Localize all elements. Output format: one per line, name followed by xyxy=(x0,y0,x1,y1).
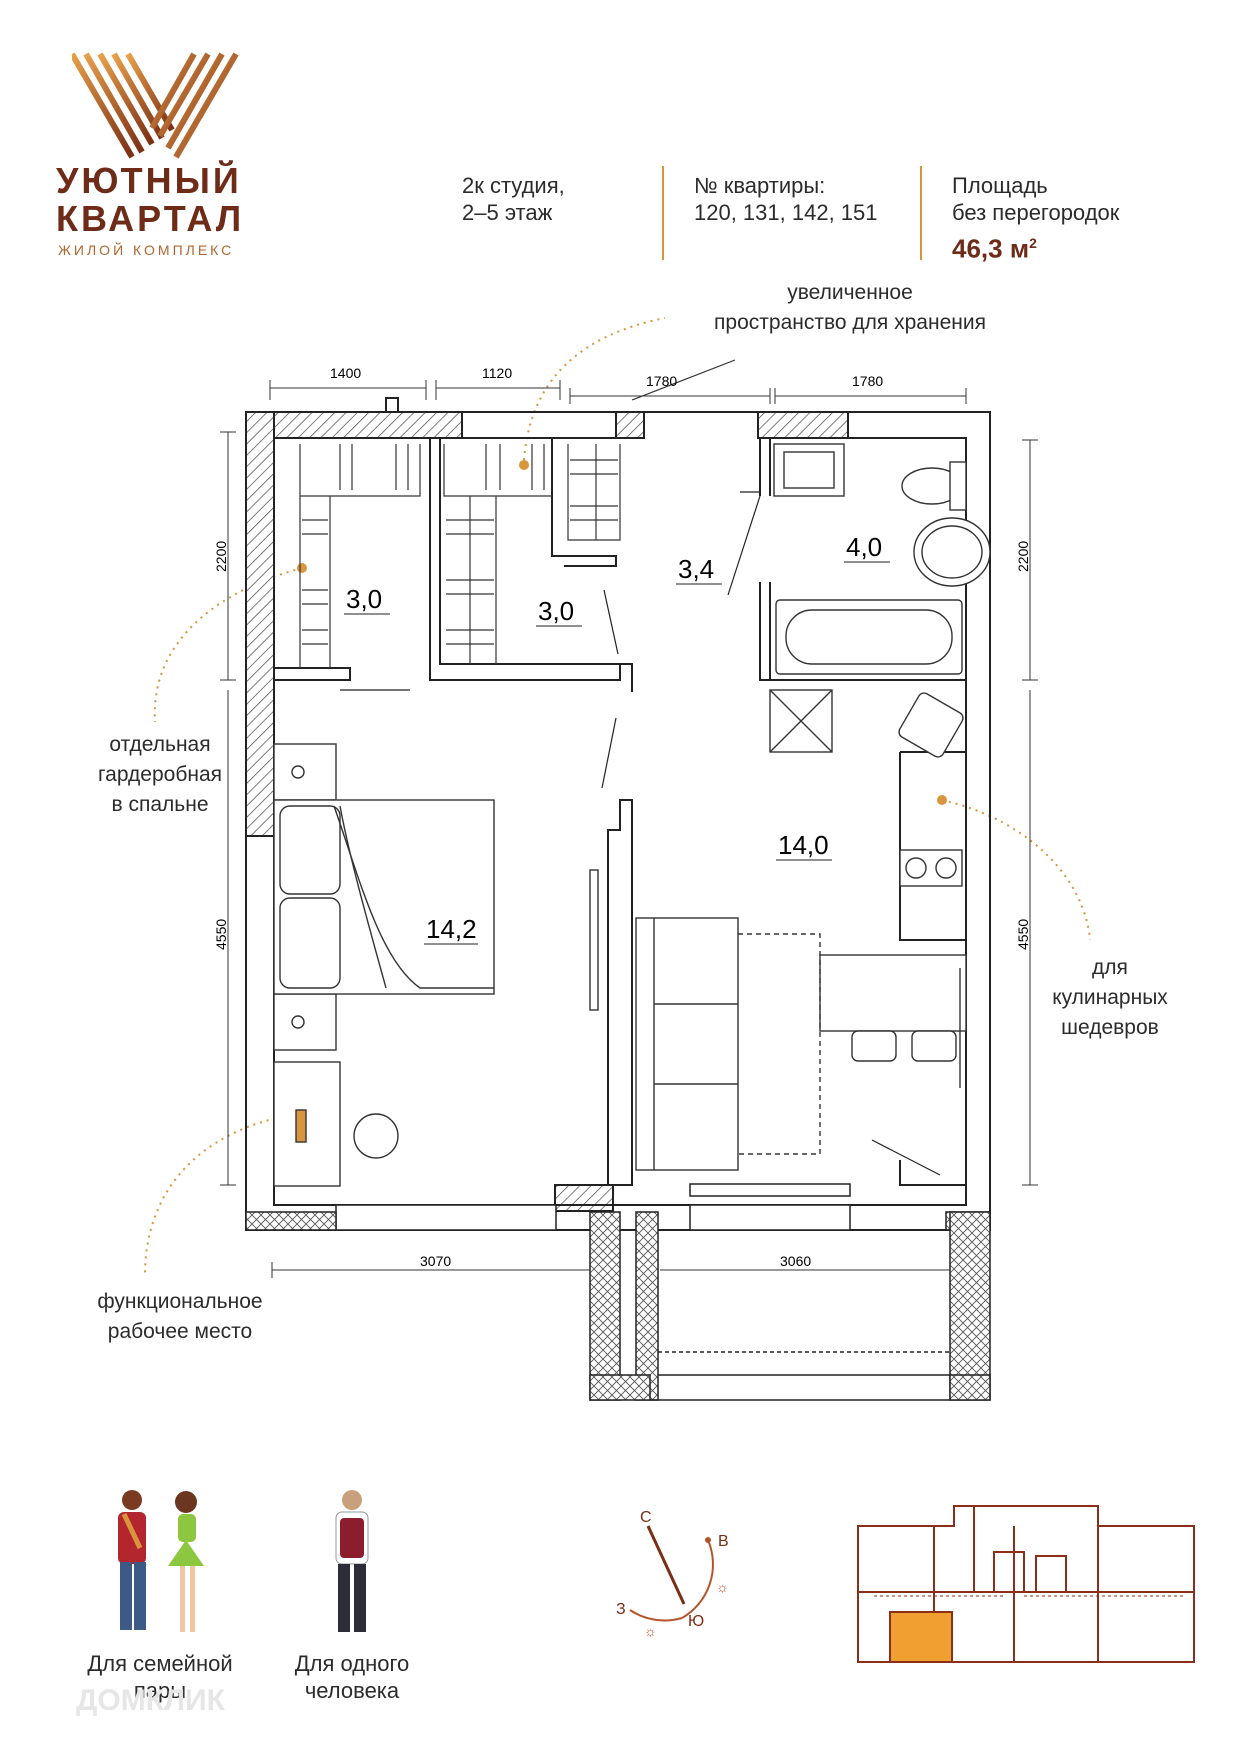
note-storage: увеличенное пространство для хранения xyxy=(660,278,1040,338)
dim-top-1: 1400 xyxy=(330,365,361,381)
wall-bottom-mid xyxy=(554,1184,614,1212)
dining-table xyxy=(819,954,967,1032)
logo-line-1: УЮТНЫЙ xyxy=(56,160,242,201)
apartment-area: Площадь без перегородок 46,3 м2 xyxy=(952,172,1119,263)
office-chair-icon xyxy=(353,1113,399,1159)
interior-walls xyxy=(274,438,966,1186)
kitchen-furniture xyxy=(635,689,967,1171)
sofa-icon xyxy=(635,917,739,1171)
dim-right-upper: 2200 xyxy=(1015,541,1031,572)
window-living xyxy=(689,1204,851,1231)
room-area-bedroom: 14,2 xyxy=(426,914,477,944)
nightstand-icon xyxy=(273,743,337,801)
note-wardrobe: отдельная гардеробная в спальне xyxy=(40,730,280,820)
note-workplace-line1: функциональное xyxy=(97,1290,263,1313)
note-kitchen-line2: кулинарных xyxy=(1052,986,1168,1009)
dimension-lines xyxy=(220,380,1038,1278)
dimension-labels: 1400 1120 1780 1780 2200 4550 2200 4550 … xyxy=(213,365,1031,1269)
dim-left-upper: 2200 xyxy=(213,541,229,572)
apartment-numbers-label: № квартиры: xyxy=(694,173,826,198)
bedroom-furniture xyxy=(273,743,599,1187)
dim-right-lower: 4550 xyxy=(1015,919,1031,950)
highlighted-unit xyxy=(889,1611,953,1663)
logo-line-2: КВАРТАЛ xyxy=(56,198,245,239)
compass-west: З xyxy=(616,1601,626,1618)
storage-shelving xyxy=(443,444,621,664)
dim-left-lower: 4550 xyxy=(213,919,229,950)
logo-mark-icon xyxy=(72,52,239,159)
note-kitchen-line3: шедевров xyxy=(1061,1016,1159,1039)
compass-icon: С В Ю З ☼ ☼ xyxy=(616,1509,729,1639)
area-label-2: без перегородок xyxy=(952,200,1120,225)
sun-icon: ☼ xyxy=(716,1579,729,1595)
doors xyxy=(340,491,941,1176)
dim-top-4: 1780 xyxy=(852,373,883,389)
room-area-storage: 3,0 xyxy=(538,596,574,626)
dim-bottom-2: 3060 xyxy=(780,1253,811,1269)
note-kitchen: для кулинарных шедевров xyxy=(1020,953,1200,1043)
logo-subtitle: ЖИЛОЙ КОМПЛЕКС xyxy=(58,242,235,258)
wall-top-mid xyxy=(615,411,645,439)
wardrobe-shelving xyxy=(299,444,421,668)
legend-couple-line1: Для семейной xyxy=(87,1651,233,1676)
watermark: ДОМКЛИК xyxy=(76,1684,225,1717)
desk-icon xyxy=(273,1061,341,1187)
wall-bottom-left xyxy=(245,1211,337,1231)
note-wardrobe-line2: гардеробная xyxy=(97,763,223,786)
header-divider xyxy=(920,166,922,260)
note-kitchen-line1: для xyxy=(1092,956,1128,979)
header-divider xyxy=(662,166,664,260)
chair-icon xyxy=(911,1030,957,1062)
area-value: 46,3 м2 xyxy=(952,230,1119,263)
chair-icon xyxy=(851,1030,897,1062)
apartment-type-line2: 2–5 этаж xyxy=(462,200,553,225)
note-storage-line1: увеличенное xyxy=(787,281,913,304)
area-number: 46,3 м xyxy=(952,233,1030,264)
wall-left xyxy=(245,411,275,837)
legend-couple: Для семейной пары xyxy=(50,1650,270,1704)
single-person-icon xyxy=(335,1490,369,1632)
apartment-numbers: № квартиры: 120, 131, 142, 151 xyxy=(694,172,878,226)
note-workplace-line2: рабочее место xyxy=(107,1320,253,1343)
apartment-numbers-values: 120, 131, 142, 151 xyxy=(694,200,878,225)
callout-lines xyxy=(144,317,1091,1276)
floor-plan: 3,0 3,0 3,4 4,0 14,2 14,0 1400 1120 1780… xyxy=(144,317,1091,1401)
sink-kitchen-icon xyxy=(898,692,964,758)
legend-couple-line2: пары xyxy=(133,1678,187,1703)
legend-single: Для одного человека xyxy=(252,1650,452,1704)
wall-top-left xyxy=(245,411,463,439)
compass-east: В xyxy=(718,1533,729,1550)
room-area-wardrobe: 3,0 xyxy=(346,584,382,614)
dim-top-2: 1120 xyxy=(482,365,512,381)
window-bedroom xyxy=(335,1204,557,1231)
room-area-hall: 3,4 xyxy=(678,554,714,584)
logo: УЮТНЫЙ КВАРТАЛ ЖИЛОЙ КОМПЛЕКС xyxy=(56,52,256,258)
room-area-kitchen-living: 14,0 xyxy=(778,830,829,860)
nightstand-icon xyxy=(273,993,337,1051)
window-sill xyxy=(689,1183,851,1197)
note-wardrobe-line3: в спальне xyxy=(111,793,209,816)
apartment-type: 2к студия, 2–5 этаж xyxy=(462,172,565,226)
area-unit-sup: 2 xyxy=(1029,235,1037,251)
legend-single-line1: Для одного xyxy=(294,1651,410,1676)
compass-north: С xyxy=(640,1509,652,1526)
room-area-bathroom: 4,0 xyxy=(846,532,882,562)
note-storage-line2: пространство для хранения xyxy=(714,311,986,334)
legend-single-line2: человека xyxy=(304,1678,400,1703)
balcony xyxy=(589,1211,991,1401)
sun-icon: ☼ xyxy=(644,1623,657,1639)
dim-top-3: 1780 xyxy=(646,373,677,389)
dim-bottom-1: 3070 xyxy=(420,1253,451,1269)
area-label-1: Площадь xyxy=(952,173,1048,198)
room-labels: 3,0 3,0 3,4 4,0 14,2 14,0 xyxy=(344,532,890,945)
floor-key-plan xyxy=(857,1505,1195,1663)
couple-icon xyxy=(118,1490,204,1632)
compass-south: Ю xyxy=(688,1613,704,1630)
apartment-type-line1: 2к студия, xyxy=(462,173,565,198)
wall-top-right xyxy=(757,411,849,439)
bathroom-fixtures xyxy=(773,443,991,675)
note-workplace: функциональное рабочее место xyxy=(40,1287,320,1347)
note-wardrobe-line1: отдельная xyxy=(109,733,211,756)
